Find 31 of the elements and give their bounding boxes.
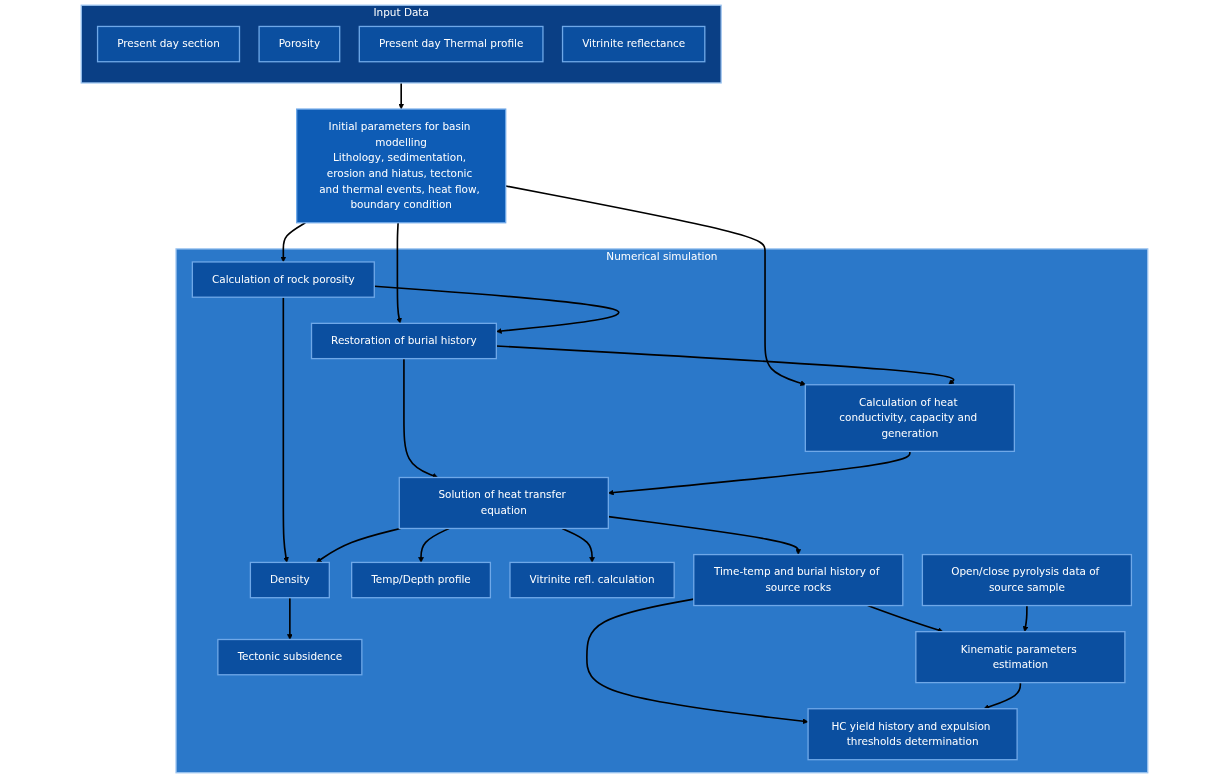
node-box: Calculation of heat conductivity, capacity and generation bbox=[804, 384, 1015, 453]
node-box: Temp/Depth profile bbox=[351, 561, 492, 599]
node-box: Time-temp and burial history of source rocks bbox=[693, 553, 904, 607]
arrow bbox=[282, 296, 289, 563]
node-box: Calculation of rock porosity bbox=[191, 261, 375, 298]
node-box: Vitrinite refl. calculation bbox=[509, 561, 675, 599]
arrow bbox=[418, 527, 450, 563]
node-box: Porosity bbox=[258, 25, 341, 63]
arrow bbox=[287, 596, 293, 640]
arrow bbox=[396, 221, 402, 324]
arrow bbox=[866, 604, 944, 633]
node-box: Initial parameters for basin modelling Lithology, sedimentation, erosion and hiatus, tectonic and thermal events, heat flow, boundary condition bbox=[296, 108, 507, 224]
arrow bbox=[608, 450, 911, 496]
node-box: Present day section bbox=[96, 25, 241, 63]
arrow bbox=[1022, 604, 1029, 632]
node-box: Vitrinite reflectance bbox=[561, 25, 706, 63]
arrow bbox=[316, 527, 402, 563]
node-box: Kinematic parameters estimation bbox=[915, 631, 1126, 684]
arrow bbox=[561, 527, 595, 563]
node-box: Tectonic subsidence bbox=[217, 638, 363, 676]
node-box: Present day Thermal profile bbox=[358, 25, 544, 63]
node-box: Density bbox=[249, 561, 330, 599]
arrow bbox=[586, 598, 809, 725]
arrow bbox=[398, 82, 405, 110]
node-box: HC yield history and expulsion thresholds determination bbox=[807, 708, 1018, 761]
node-box: Solution of heat transfer equation bbox=[398, 476, 609, 530]
arrow bbox=[403, 357, 439, 479]
node-box: Restoration of burial history bbox=[310, 322, 497, 360]
arrow bbox=[280, 221, 307, 263]
arrow bbox=[983, 681, 1022, 710]
node-box: Open/close pyrolysis data of source sample bbox=[921, 553, 1133, 607]
